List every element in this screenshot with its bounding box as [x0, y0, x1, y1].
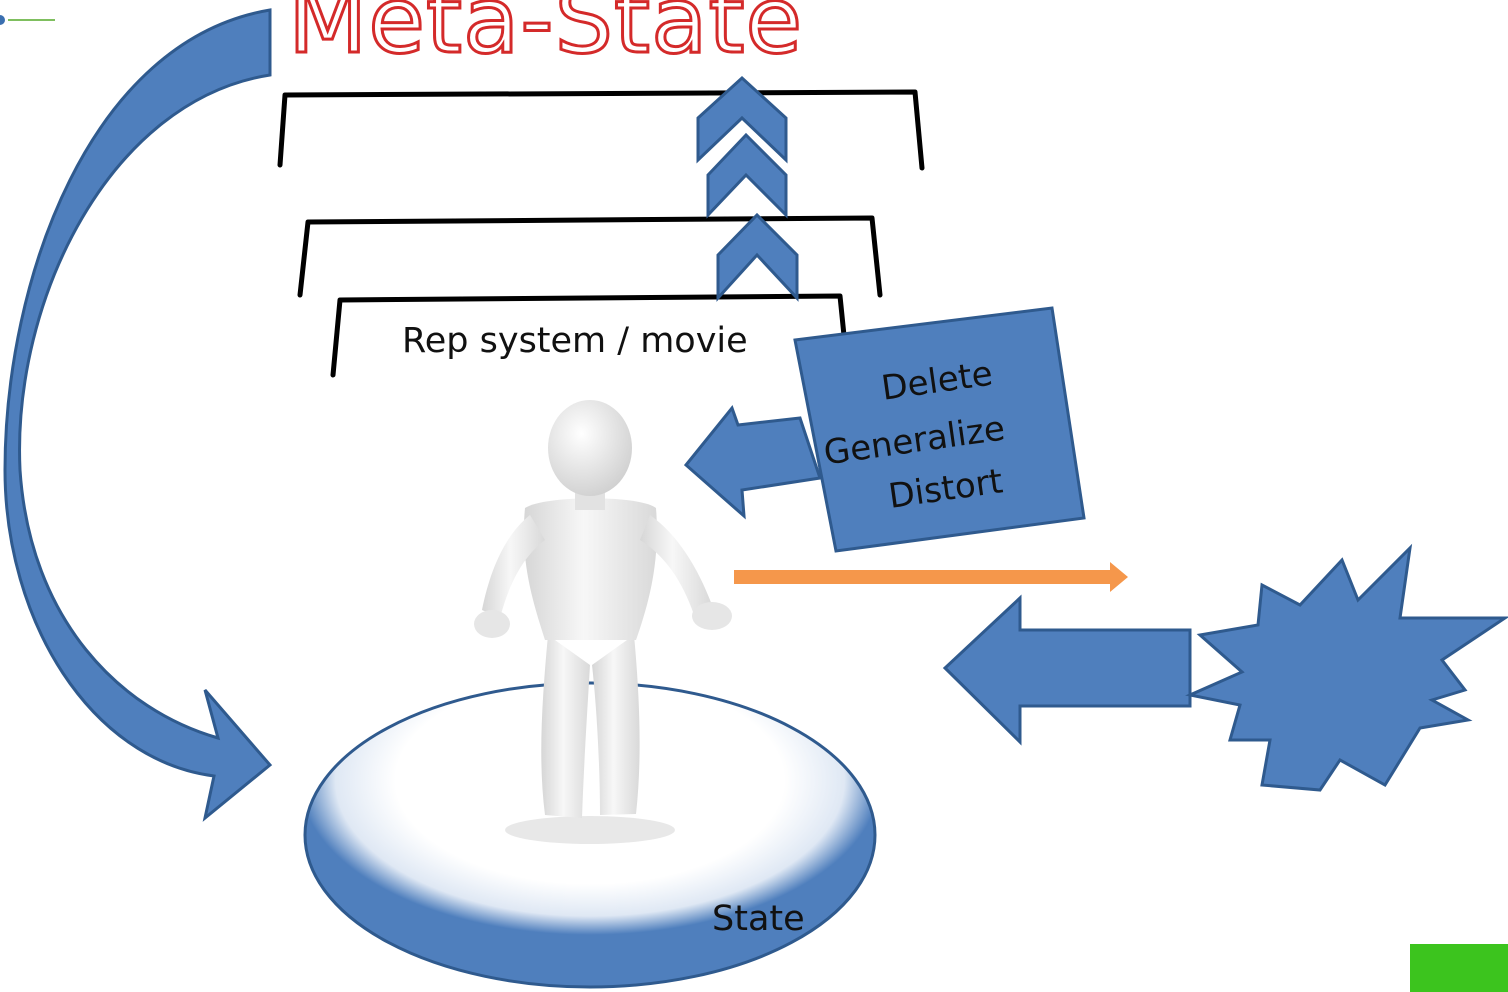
corner-green-block	[1410, 944, 1508, 992]
bracket-outer	[277, 89, 925, 171]
orange-arrow	[734, 562, 1128, 592]
feedback-curved-arrow	[3, 8, 273, 822]
state-label: State	[712, 899, 805, 939]
person-figure-icon	[474, 400, 732, 844]
filter-to-person-arrow	[683, 404, 822, 520]
event-to-person-arrow	[942, 594, 1192, 746]
chevron-stack	[696, 75, 799, 302]
filter-box	[793, 306, 1086, 553]
bracket-middle	[297, 215, 883, 298]
corner-decoration	[0, 15, 55, 25]
page-title: Meta-State	[288, 0, 803, 74]
rep-system-label: Rep system / movie	[402, 321, 748, 361]
starburst-icon	[1185, 543, 1508, 792]
